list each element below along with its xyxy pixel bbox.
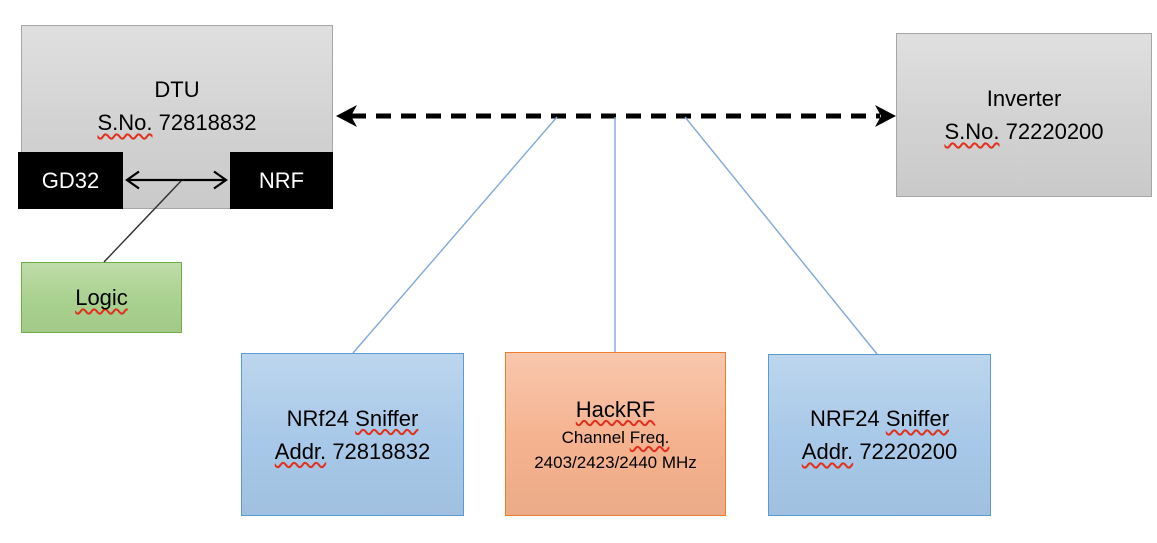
dtu-title: DTU xyxy=(154,77,200,102)
hackrf-freq-word2: Freq. xyxy=(629,427,670,447)
nrf-label: NRF xyxy=(258,168,305,193)
connector-sniffer-right xyxy=(684,116,878,355)
link-dtu-inverter-dashed xyxy=(336,105,896,127)
dtu-serial: S.No.72818832 xyxy=(97,106,256,139)
arrowhead-right-icon xyxy=(875,105,896,127)
inverter-title: Inverter xyxy=(986,86,1062,111)
sniffer-left-name-word1: NRf24 xyxy=(286,405,349,431)
node-logic: Logic xyxy=(21,262,182,333)
hackrf-title: HackRF xyxy=(575,396,656,422)
gd32-label: GD32 xyxy=(41,168,100,193)
sniffer-left-addr: Addr.72818832 xyxy=(275,435,430,468)
sniffer-right-addr: Addr.72220200 xyxy=(802,435,957,468)
dtu-serial-value: 72818832 xyxy=(158,110,257,135)
node-gd32: GD32 xyxy=(18,152,123,209)
sniffer-left-name-word2: Sniffer xyxy=(355,405,419,431)
sniffer-right-addr-label: Addr. xyxy=(801,439,854,464)
hackrf-freq-word1: Channel xyxy=(561,427,625,447)
inverter-serial-value: 72220200 xyxy=(1005,119,1104,144)
node-nrf: NRF xyxy=(230,152,333,209)
dtu-serial-label: S.No. xyxy=(97,110,153,135)
logic-label: Logic xyxy=(75,285,128,310)
arrowhead-left-icon xyxy=(336,105,357,127)
sniffer-right-name-word1: NRF24 xyxy=(809,406,880,431)
sniffer-left-addr-label: Addr. xyxy=(274,438,327,464)
sniffer-right-name-word2: Sniffer xyxy=(885,406,950,431)
sniffer-left-addr-value: 72818832 xyxy=(332,438,431,464)
node-dtu: DTU S.No.72818832 xyxy=(21,25,333,209)
sniffer-right-addr-value: 72220200 xyxy=(859,439,958,464)
connector-sniffer-left xyxy=(352,116,558,354)
inverter-serial-label: S.No. xyxy=(944,119,1000,144)
inverter-serial: S.No.72220200 xyxy=(944,115,1103,148)
node-inverter: Inverter S.No.72220200 xyxy=(896,33,1152,197)
hackrf-freq-value: 2403/2423/2440 MHz xyxy=(534,452,697,472)
